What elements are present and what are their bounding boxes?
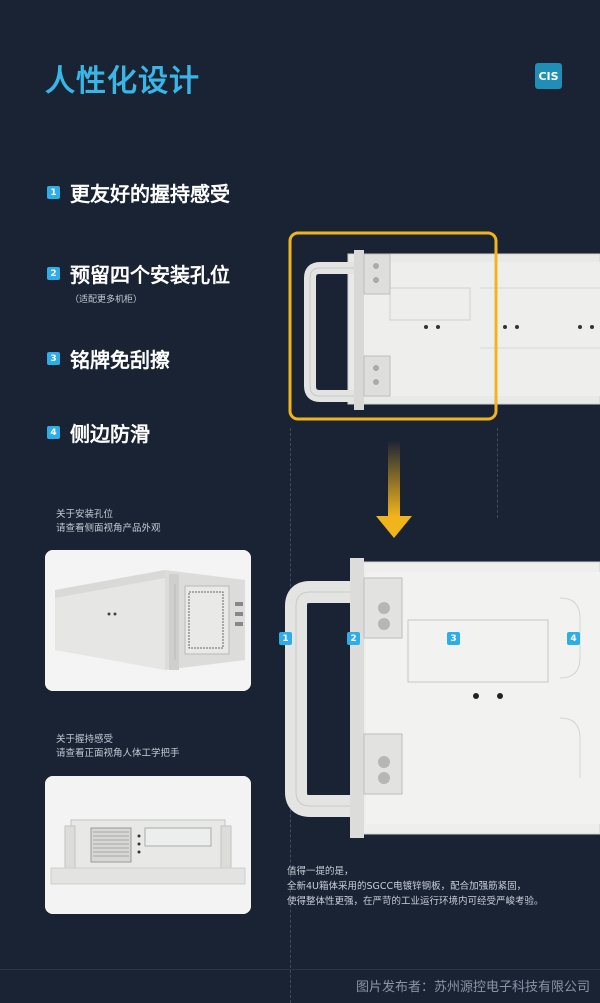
description-note: 值得一提的是， 全新4U箱体采用的SGCC电镀锌钢板，配合加强筋紧固， 使得整体… — [287, 864, 544, 909]
caption-line: 关于安装孔位 — [56, 509, 114, 520]
feature-item-2: 2 预留四个安装孔位 — [47, 259, 230, 288]
publisher-credit: 图片发布者：苏州源控电子科技有限公司 — [355, 980, 590, 995]
feature-item-4: 4 侧边防滑 — [47, 418, 150, 447]
footer-divider — [0, 969, 600, 970]
feature-item-3: 3 铭牌免刮擦 — [47, 344, 170, 373]
feature-label: 铭牌免刮擦 — [70, 348, 170, 372]
feature-label: 预留四个安装孔位 — [70, 263, 230, 287]
note-line: 全新4U箱体采用的SGCC电镀锌钢板，配合加强筋紧固， — [287, 881, 527, 892]
handle-closeup-illustration — [288, 231, 600, 421]
caption-line: 关于握持感受 — [56, 734, 114, 745]
feature-label: 侧边防滑 — [70, 422, 150, 446]
feature-number: 1 — [47, 186, 60, 199]
feature-number: 3 — [47, 352, 60, 365]
arrow-down-icon — [376, 440, 412, 538]
feature-number: 2 — [47, 267, 60, 280]
callout-marker: 2 — [347, 632, 360, 645]
caption-line: 请查看侧面视角产品外观 — [56, 523, 161, 534]
chassis-detail-illustration — [285, 558, 600, 838]
side-view-photo — [45, 550, 251, 691]
caption-line: 请查看正面视角人体工学把手 — [56, 748, 180, 759]
feature-item-1: 1 更友好的握持感受 — [47, 178, 230, 207]
feature-number: 4 — [47, 426, 60, 439]
callout-marker: 3 — [447, 632, 460, 645]
feature-label: 更友好的握持感受 — [70, 182, 230, 206]
front-view-photo — [45, 776, 251, 914]
callout-marker: 1 — [279, 632, 292, 645]
note-line: 使得整体性更强，在严苛的工业运行环境内可经受严峻考验。 — [287, 896, 544, 907]
page-title: 人性化设计 — [45, 64, 200, 99]
front-view-caption: 关于握持感受 请查看正面视角人体工学把手 — [56, 733, 180, 761]
note-line: 值得一提的是， — [287, 866, 354, 877]
side-view-caption: 关于安装孔位 请查看侧面视角产品外观 — [56, 508, 161, 536]
feature-note: （适配更多机柜） — [70, 295, 143, 305]
guide-line-right — [497, 428, 498, 518]
callout-marker: 4 — [567, 632, 580, 645]
brand-badge: CIS — [535, 63, 562, 89]
